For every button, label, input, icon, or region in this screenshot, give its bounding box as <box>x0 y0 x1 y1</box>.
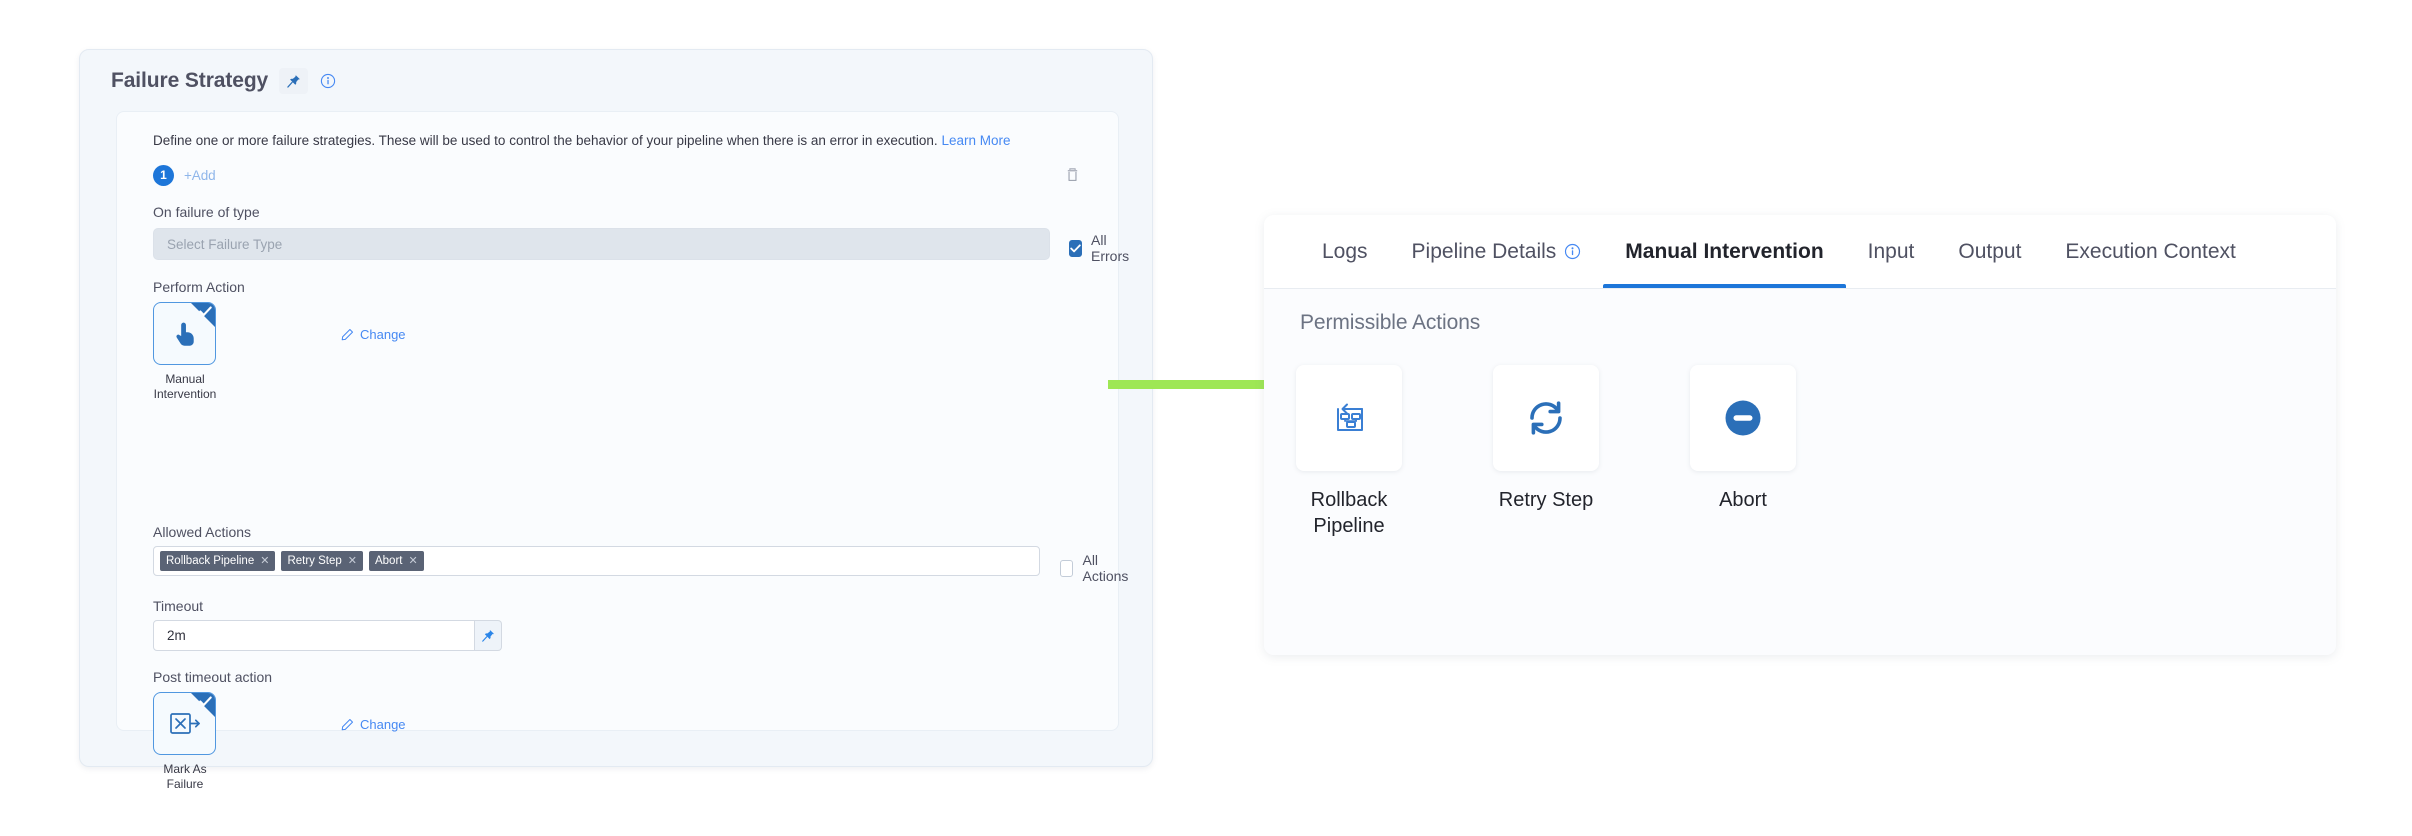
tag-label: Abort <box>374 555 403 567</box>
timeout-label: Timeout <box>153 598 204 614</box>
retry-step-label: Retry Step <box>1498 489 1594 511</box>
details-tabbar: Logs Pipeline Details Manual Interventio… <box>1264 215 2336 289</box>
on-failure-type-label: On failure of type <box>153 204 260 220</box>
tag-remove-icon[interactable]: ✕ <box>347 554 357 567</box>
retry-refresh-icon <box>1530 401 1562 435</box>
manual-intervention-panel-body: Permissible Actions <box>1264 289 2336 655</box>
abort-button[interactable] <box>1690 365 1796 471</box>
strategy-index-badge[interactable]: 1 <box>153 164 174 186</box>
description-prefix: Define one or more failure strategies. T… <box>153 133 942 148</box>
post-timeout-caption: Mark As Failure <box>146 762 224 792</box>
delete-strategy-button[interactable] <box>1062 164 1082 185</box>
tab-input-label: Input <box>1867 239 1915 263</box>
post-timeout-action-tile[interactable] <box>153 692 216 755</box>
mark-as-failure-icon <box>169 712 200 734</box>
rollback-pipeline-icon <box>1337 403 1363 431</box>
tag-label: Retry Step <box>287 555 342 567</box>
perform-action-label: Perform Action <box>153 279 245 295</box>
tab-execution-context[interactable]: Execution Context <box>2043 215 2257 288</box>
timeout-input[interactable]: 2m <box>153 620 475 651</box>
tag-label: Rollback Pipeline <box>166 555 255 567</box>
description-text: Define one or more failure strategies. T… <box>153 132 1011 150</box>
add-strategy-link[interactable]: +Add <box>184 167 216 183</box>
tile-check-icon <box>199 306 212 316</box>
tag-remove-icon[interactable]: ✕ <box>260 554 270 567</box>
page-title: Failure Strategy <box>111 69 269 92</box>
tag-item[interactable]: Abort ✕ <box>368 551 424 571</box>
permissible-actions-title: Permissible Actions <box>1300 311 1481 334</box>
change-perform-action-button[interactable]: Change <box>341 327 406 342</box>
tag-item[interactable]: Retry Step ✕ <box>281 551 363 571</box>
tab-pipeline-details[interactable]: Pipeline Details <box>1390 215 1604 288</box>
pencil-icon <box>341 328 354 341</box>
all-actions-checkbox-row[interactable]: All Actions <box>1060 552 1132 584</box>
allowed-actions-input[interactable]: Rollback Pipeline ✕ Retry Step ✕ Abort ✕ <box>153 546 1040 576</box>
tab-pipeline-details-label: Pipeline Details <box>1411 239 1557 263</box>
tab-execution-context-label: Execution Context <box>2065 239 2236 263</box>
timeout-pin-button[interactable] <box>475 620 502 651</box>
change-perform-action-label: Change <box>360 327 406 342</box>
pencil-icon <box>341 718 354 731</box>
pin-icon <box>482 629 494 642</box>
action-retry-step: Retry Step <box>1493 365 1599 539</box>
rollback-pipeline-label-line2: Pipeline <box>1313 515 1385 537</box>
tile-check-icon <box>199 696 212 706</box>
info-circle-icon[interactable] <box>1564 243 1581 260</box>
failure-strategy-card: Failure Strategy Define one or more fail… <box>79 49 1153 791</box>
tab-output[interactable]: Output <box>1936 215 2043 288</box>
check-icon <box>1070 243 1081 252</box>
permissible-actions-grid: Rollback Pipeline Retry Step <box>1296 365 1796 539</box>
perform-action-caption: Manual Intervention <box>146 372 224 402</box>
perform-action-tile[interactable] <box>153 302 216 365</box>
trash-icon <box>1067 167 1077 181</box>
action-abort: Abort <box>1690 365 1796 539</box>
tag-remove-icon[interactable]: ✕ <box>408 554 418 567</box>
post-timeout-caption-line1: Mark As <box>163 762 207 776</box>
rollback-pipeline-label-line1: Rollback <box>1310 489 1388 511</box>
tab-logs-label: Logs <box>1322 239 1368 263</box>
retry-step-button[interactable] <box>1493 365 1599 471</box>
pin-button[interactable] <box>279 68 309 94</box>
all-actions-label: All Actions <box>1082 552 1129 584</box>
change-post-timeout-action-button[interactable]: Change <box>341 717 406 732</box>
failure-strategy-inner-panel: Define one or more failure strategies. T… <box>116 111 1129 791</box>
perform-action-tile-wrap: Manual Intervention <box>153 302 224 402</box>
execution-details-panel: Logs Pipeline Details Manual Interventio… <box>1264 215 2336 655</box>
info-circle-icon[interactable] <box>319 73 336 90</box>
post-timeout-caption-line2: Failure <box>166 777 204 791</box>
action-rollback-pipeline: Rollback Pipeline <box>1296 365 1402 539</box>
all-errors-checkbox[interactable] <box>1069 239 1082 257</box>
timeout-field-group: 2m <box>153 620 502 651</box>
failure-type-select[interactable]: Select Failure Type <box>153 228 1050 260</box>
tab-manual-intervention[interactable]: Manual Intervention <box>1603 215 1847 288</box>
all-errors-checkbox-row[interactable]: All Errors <box>1069 232 1133 264</box>
learn-more-link[interactable]: Learn More <box>941 133 1011 148</box>
rollback-pipeline-button[interactable] <box>1296 365 1402 471</box>
abort-minus-circle-icon <box>1725 400 1761 436</box>
hand-pointer-icon <box>175 322 194 346</box>
failure-strategy-header: Failure Strategy <box>80 50 1152 94</box>
post-timeout-tile-wrap: Mark As Failure <box>153 692 224 792</box>
tab-manual-intervention-label: Manual Intervention <box>1625 239 1824 263</box>
perform-action-caption-line2: Intervention <box>153 387 217 401</box>
rollback-pipeline-label: Rollback Pipeline <box>1311 487 1388 539</box>
tab-logs[interactable]: Logs <box>1300 215 1390 288</box>
abort-label: Abort <box>1719 489 1767 511</box>
tag-item[interactable]: Rollback Pipeline ✕ <box>160 551 276 571</box>
strategy-add-row: 1 +Add <box>153 164 216 186</box>
perform-action-caption-line1: Manual <box>165 372 205 386</box>
all-errors-label: All Errors <box>1091 232 1130 264</box>
tab-input[interactable]: Input <box>1846 215 1937 288</box>
change-post-timeout-label: Change <box>360 717 406 732</box>
tab-output-label: Output <box>1958 239 2022 263</box>
all-actions-checkbox[interactable] <box>1060 559 1074 577</box>
failure-type-placeholder: Select Failure Type <box>167 236 283 252</box>
allowed-actions-label: Allowed Actions <box>153 524 252 540</box>
post-timeout-action-label: Post timeout action <box>153 669 273 685</box>
pin-icon <box>287 74 300 88</box>
